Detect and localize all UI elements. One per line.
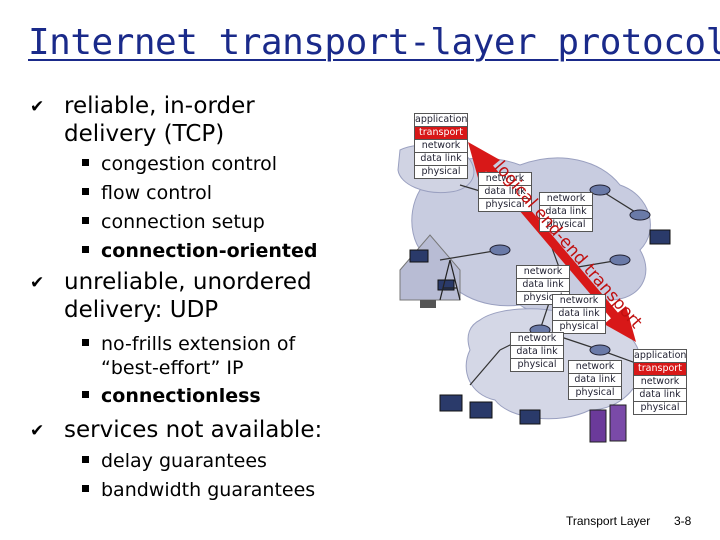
bullet-2-line2: delivery: UDP [64,297,219,323]
page-title: Internet transport-layer protocols [28,22,720,63]
bullet-3: services not available: [64,417,323,443]
bullet-icon: ✔ [30,421,45,441]
square-bullet-icon [82,391,89,398]
square-bullet-icon [82,456,89,463]
computer-icons [409,229,671,443]
sub-no-frills: no-frills extension of [82,332,295,356]
host-stack-destination: application transport network data link … [633,349,687,415]
sub-connectionless: connectionless [82,384,261,408]
square-bullet-icon [82,188,89,195]
bullet-2-line1: unreliable, unordered [64,269,312,295]
square-bullet-icon [82,159,89,166]
sub-flow: flow control [82,181,212,205]
antenna-icon [439,259,461,301]
host-stack-source: application transport network data link … [414,113,468,179]
sub-setup: connection setup [82,210,265,234]
sub-bandwidth: bandwidth guarantees [82,478,315,502]
bullet-icon: ✔ [30,273,45,293]
router-stack-6: network data link physical [568,360,622,400]
bullet-1-line1: reliable, in-order [64,93,255,119]
bullet-2: unreliable, unordered delivery: UDP [64,268,312,324]
bullet-1-line2: delivery (TCP) [64,121,225,147]
router-stack-4: network data link physical [552,294,606,334]
square-bullet-icon [82,217,89,224]
sub-congestion: congestion control [82,152,277,176]
sub-delay: delay guarantees [82,449,267,473]
router-stack-2: network data link physical [539,192,593,232]
bullet-icon: ✔ [30,97,45,117]
sub-best-effort: “best-effort” IP [101,357,244,379]
router-stack-1: network data link physical [478,172,532,212]
sub-connection-oriented: connection-oriented [82,239,318,263]
footer-label: Transport Layer [566,514,651,528]
router-stack-5: network data link physical [510,332,564,372]
square-bullet-icon [82,246,89,253]
bullet-1: reliable, in-order delivery (TCP) [64,92,255,148]
square-bullet-icon [82,339,89,346]
square-bullet-icon [82,485,89,492]
page-number: 3-8 [674,514,692,528]
